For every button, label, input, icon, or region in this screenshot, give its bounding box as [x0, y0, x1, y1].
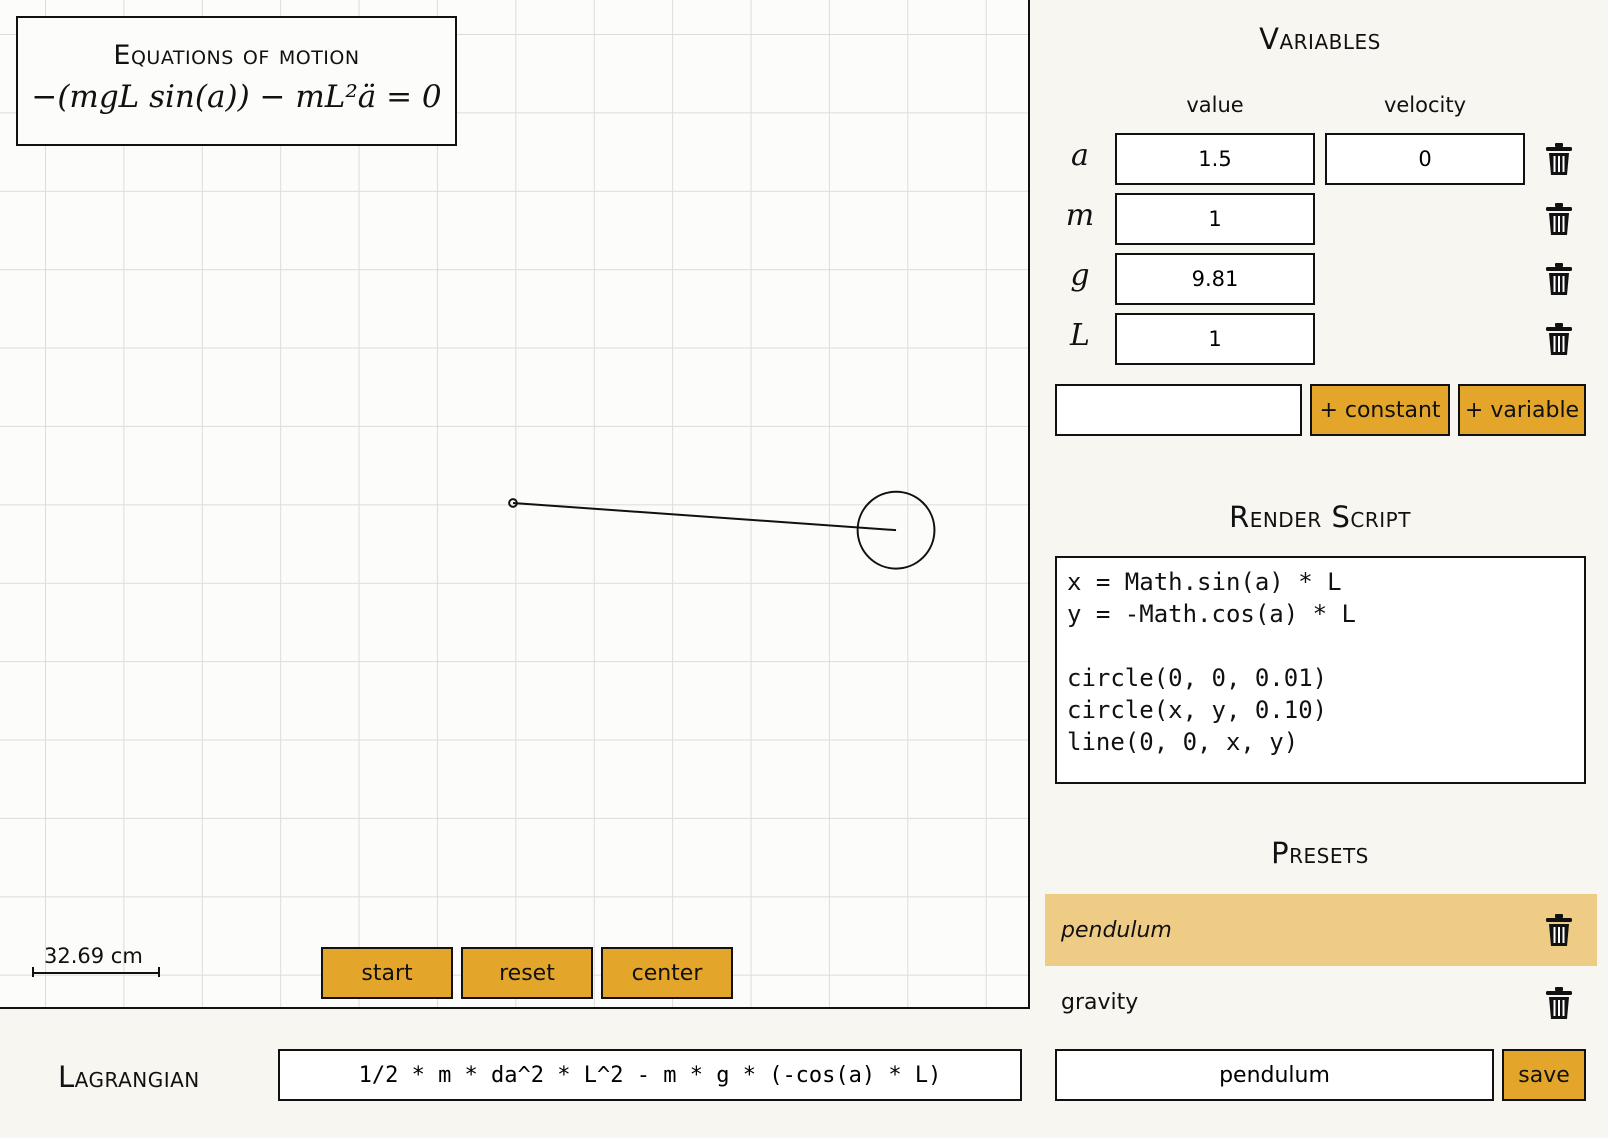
velocity-column-header: velocity: [1383, 93, 1467, 117]
reset-button[interactable]: reset: [461, 947, 593, 999]
variable-symbol-a: a: [1071, 138, 1089, 173]
pendulum-pivot: [508, 498, 518, 508]
variable-g-value-input[interactable]: [1115, 253, 1315, 305]
save-button[interactable]: save: [1502, 1049, 1586, 1101]
new-variable-name-input[interactable]: [1055, 384, 1302, 436]
presets-title: Presets: [1271, 836, 1369, 870]
pendulum-rod: [512, 502, 897, 532]
preset-label: pendulum: [1061, 917, 1172, 943]
variable-symbol-g: g: [1070, 258, 1090, 293]
trash-icon[interactable]: [1544, 913, 1574, 947]
pendulum-bob: [856, 490, 936, 570]
equations-title: Equations of motion: [113, 40, 360, 71]
trash-icon[interactable]: [1544, 142, 1574, 176]
variable-symbol-m: m: [1065, 198, 1095, 233]
variable-a-value-input[interactable]: [1115, 133, 1315, 185]
add-variable-button[interactable]: + variable: [1458, 384, 1586, 436]
value-column-header: value: [1186, 93, 1244, 117]
trash-icon[interactable]: [1544, 262, 1574, 296]
start-button[interactable]: start: [321, 947, 453, 999]
variables-title: Variables: [1259, 22, 1381, 56]
lagrangian-label: Lagrangian: [58, 1060, 200, 1094]
simulation-canvas[interactable]: Equations of motion −(mgL sin(a)) − mL²ä…: [0, 0, 1030, 1009]
center-button[interactable]: center: [601, 947, 733, 999]
variable-m-value-input[interactable]: [1115, 193, 1315, 245]
variable-a-velocity-input[interactable]: [1325, 133, 1525, 185]
preset-label: gravity: [1061, 989, 1139, 1015]
trash-icon[interactable]: [1544, 986, 1574, 1020]
scale-bar: 32.69 cm: [32, 944, 160, 977]
trash-icon[interactable]: [1544, 322, 1574, 356]
preset-item-pendulum[interactable]: pendulum: [1045, 894, 1597, 966]
trash-icon[interactable]: [1544, 202, 1574, 236]
scale-tick-right: [158, 967, 160, 977]
scale-line: [32, 972, 160, 974]
render-script-editor[interactable]: x = Math.sin(a) * L y = -Math.cos(a) * L…: [1055, 556, 1586, 784]
equations-of-motion-box: Equations of motion −(mgL sin(a)) − mL²ä…: [16, 16, 457, 146]
preset-item-gravity[interactable]: gravity: [1045, 966, 1597, 1038]
lagrangian-input[interactable]: [278, 1049, 1022, 1101]
pendulum-drawing: [508, 490, 936, 570]
add-constant-button[interactable]: + constant: [1310, 384, 1450, 436]
variable-L-value-input[interactable]: [1115, 313, 1315, 365]
equation-expression: −(mgL sin(a)) − mL²ä = 0: [31, 79, 442, 115]
scale-tick-left: [32, 967, 34, 977]
variable-symbol-L: L: [1070, 318, 1090, 353]
render-script-title: Render Script: [1229, 500, 1411, 534]
preset-name-input[interactable]: [1055, 1049, 1494, 1101]
scale-label: 32.69 cm: [44, 944, 143, 968]
